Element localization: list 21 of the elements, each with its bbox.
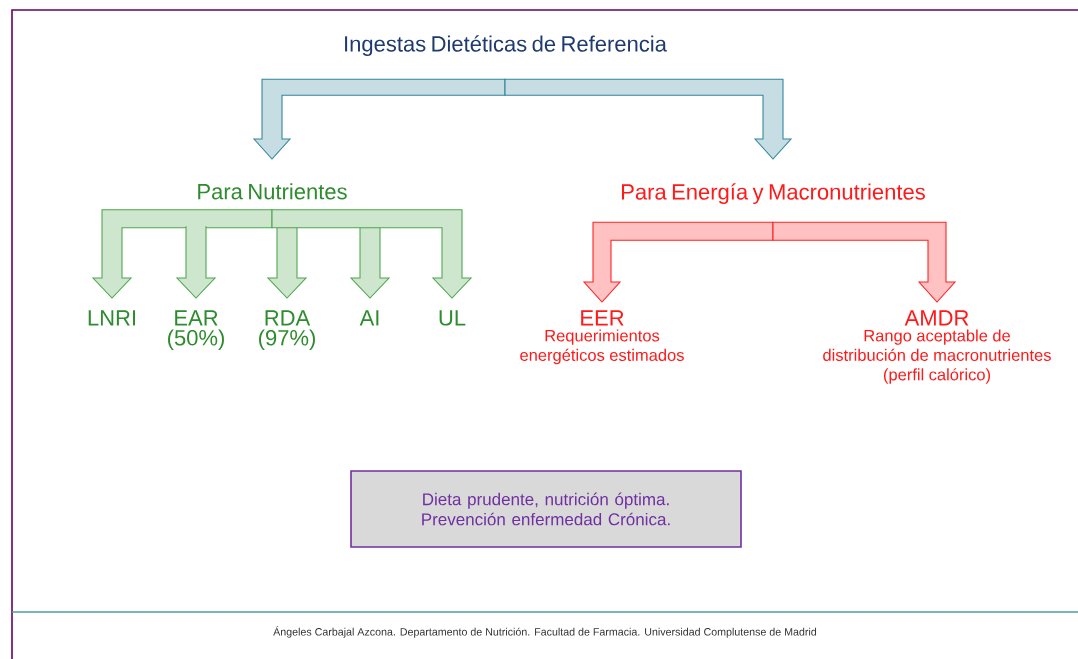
category-label: Para Energía y Macronutrientes: [622, 183, 925, 204]
abbreviation-label: LNRI: [88, 310, 135, 326]
block-arrow: [504, 78, 793, 160]
block-arrow: [772, 221, 957, 303]
abbreviation-label: RDA (97%): [259, 310, 315, 350]
abbreviation-label: AI: [359, 310, 379, 326]
block-arrow: [582, 221, 774, 303]
block-arrow: [91, 209, 273, 299]
heading-text: Ingestas Dietéticas de Referencia: [345, 35, 667, 56]
category-label: Para Nutrientes: [198, 183, 347, 200]
abbreviation-label: AMDR Rango aceptable de distribución de macronutrientes (perfil calórico): [823, 310, 1051, 384]
abbreviation-label: EAR (50%): [168, 310, 224, 350]
abbreviation-label: EER Requerimientos energéticos estimados: [520, 310, 684, 365]
block-arrow: [175, 225, 217, 299]
footer-text: Ángeles Carbajal Azcona. Departamento de Nutrición. Facultad de Farmacia. Universidad Complutense de Madrid: [273, 626, 817, 638]
block-arrow: [252, 78, 506, 160]
block-arrow: [266, 225, 308, 299]
block-arrow: [271, 209, 473, 299]
block-arrow: [349, 225, 391, 299]
abbreviation-label: UL: [439, 310, 466, 326]
note-box: Dieta prudente, nutrición óptima. Prevención enfermedad Crónica.: [350, 470, 742, 548]
